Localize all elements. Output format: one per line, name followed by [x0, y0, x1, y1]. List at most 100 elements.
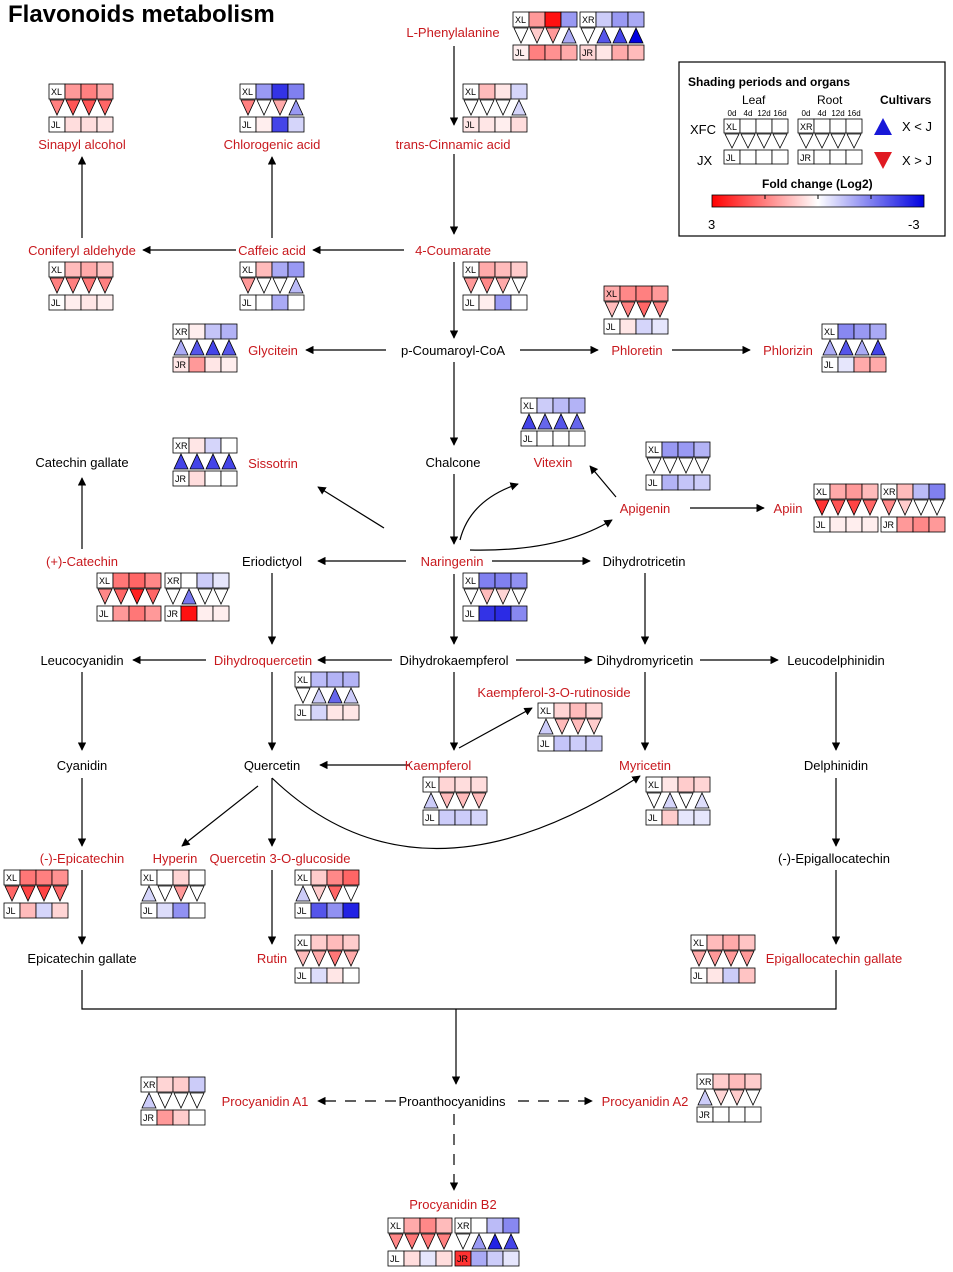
heatmap-triangle: [678, 792, 694, 809]
heatmap-triangle: [479, 277, 495, 294]
heatmap-tag-bottom: JL: [425, 813, 435, 823]
heatmap-cell-top: [728, 1073, 746, 1090]
heatmap-triangle: [213, 588, 229, 605]
legend-scale-max: 3: [708, 217, 715, 232]
heatmap-triangle: [97, 99, 113, 116]
heatmap-cell-top: [287, 261, 305, 278]
heatmap-tag-bottom: JL: [297, 906, 307, 916]
heatmap-triangle: [343, 950, 359, 967]
heatmap-triangle: [49, 99, 65, 116]
heatmap-cell-bottom: [220, 470, 238, 487]
legend-period-4d: 4d: [744, 109, 753, 118]
legend-triangle: [724, 133, 740, 149]
legend-cell: [845, 118, 863, 134]
heatmap-tag-top: XL: [693, 938, 704, 948]
heatmap-tag-top: XL: [465, 576, 476, 586]
heatmap-cell-top: [677, 441, 695, 458]
heatmap-cell-bottom: [528, 44, 546, 61]
heatmap-cell-bottom: [96, 116, 114, 133]
legend-triangle: [846, 133, 862, 149]
heatmap-triangle: [521, 413, 537, 430]
heatmap-triangle: [495, 588, 511, 605]
heatmap-cell-top: [635, 285, 653, 302]
legend-cell: [813, 118, 831, 134]
heatmap-cell-bottom: [326, 967, 344, 984]
heatmap-cell-bottom: [478, 116, 496, 133]
legend-cell: [755, 149, 773, 165]
heatmap-cell-top: [35, 869, 53, 886]
heatmap-cell-top: [837, 323, 855, 340]
legend-triangle: [756, 133, 772, 149]
heatmap-triangle: [327, 687, 343, 704]
compound-dihydrotricetin: Dihydrotricetin: [602, 554, 685, 569]
heatmap-triangle: [822, 339, 838, 356]
heatmap-cell-top: [172, 1076, 190, 1093]
heatmap-tag-bottom: JL: [515, 48, 525, 58]
heatmap-tag-bottom: JR: [582, 48, 594, 58]
legend-triangle: [798, 133, 814, 149]
heatmap-cell-bottom: [64, 116, 82, 133]
heatmap-cell-bottom: [326, 704, 344, 721]
compound-vitexin: Vitexin: [534, 455, 573, 470]
heatmap-cell-top: [180, 572, 198, 589]
legend-cell: [739, 118, 757, 134]
heatmap-cell-bottom: [51, 902, 69, 919]
heatmap-cell-bottom: [478, 605, 496, 622]
heatmap-triangle: [197, 588, 213, 605]
heatmap-cell-top: [80, 83, 98, 100]
legend-cell: [829, 118, 847, 134]
heatmap-cell-bottom: [188, 902, 206, 919]
heatmap-triangle: [897, 499, 913, 516]
heatmap-tag-top: XL: [297, 873, 308, 883]
heatmap-cell-top: [419, 1217, 437, 1234]
compound-leucocyanidin: Leucocyanidin: [40, 653, 123, 668]
heatmap-cell-bottom: [712, 1106, 730, 1123]
heatmap-cell-bottom: [188, 470, 206, 487]
heatmap-tag-bottom: JL: [648, 478, 658, 488]
heatmap-tag-top: XL: [242, 87, 253, 97]
legend-period-16d: 16d: [773, 109, 786, 118]
heatmap-triangle: [20, 885, 36, 902]
heatmap-triangle: [436, 1233, 452, 1250]
heatmap-cell-top: [536, 397, 554, 414]
legend-cell: [771, 118, 789, 134]
heatmap-triangle: [529, 27, 545, 44]
heatmap-cell-bottom: [470, 1250, 488, 1267]
heatmap-triangle: [327, 885, 343, 902]
heatmap-triangle: [463, 588, 479, 605]
heatmap-cell-bottom: [502, 1250, 520, 1267]
heatmap-cell-bottom: [310, 967, 328, 984]
heatmap-tag-top: XL: [606, 289, 617, 299]
heatmap-cell-top: [928, 483, 946, 500]
legend-heading: Shading periods and organs: [688, 75, 850, 89]
heatmap-cell-bottom: [744, 1106, 762, 1123]
compound-dihydroquercetin: Dihydroquercetin: [214, 653, 312, 668]
heatmap-triangle: [628, 27, 644, 44]
heatmap-triangle: [729, 1089, 745, 1106]
heatmap-triangle: [455, 792, 471, 809]
heatmap-cell-bottom: [156, 902, 174, 919]
heatmap-cell-top: [494, 572, 512, 589]
heatmap-triangle: [487, 1233, 503, 1250]
heatmap-triangle: [471, 1233, 487, 1250]
heatmap-cell-top: [435, 1217, 453, 1234]
heatmap-cell-top: [80, 261, 98, 278]
heatmap-cell-top: [287, 83, 305, 100]
heatmap-triangle: [495, 277, 511, 294]
heatmap-triangle: [691, 950, 707, 967]
heatmap-cell-top: [544, 11, 562, 28]
heatmap-triangle: [846, 499, 862, 516]
compound-l-phenylalanine: L-Phenylalanine: [406, 25, 499, 40]
compound-chlorogenic-acid: Chlorogenic acid: [224, 137, 321, 152]
heatmap-tag-top: XL: [824, 327, 835, 337]
heatmap-cell-bottom: [544, 44, 562, 61]
heatmap-tag-top: XL: [465, 87, 476, 97]
